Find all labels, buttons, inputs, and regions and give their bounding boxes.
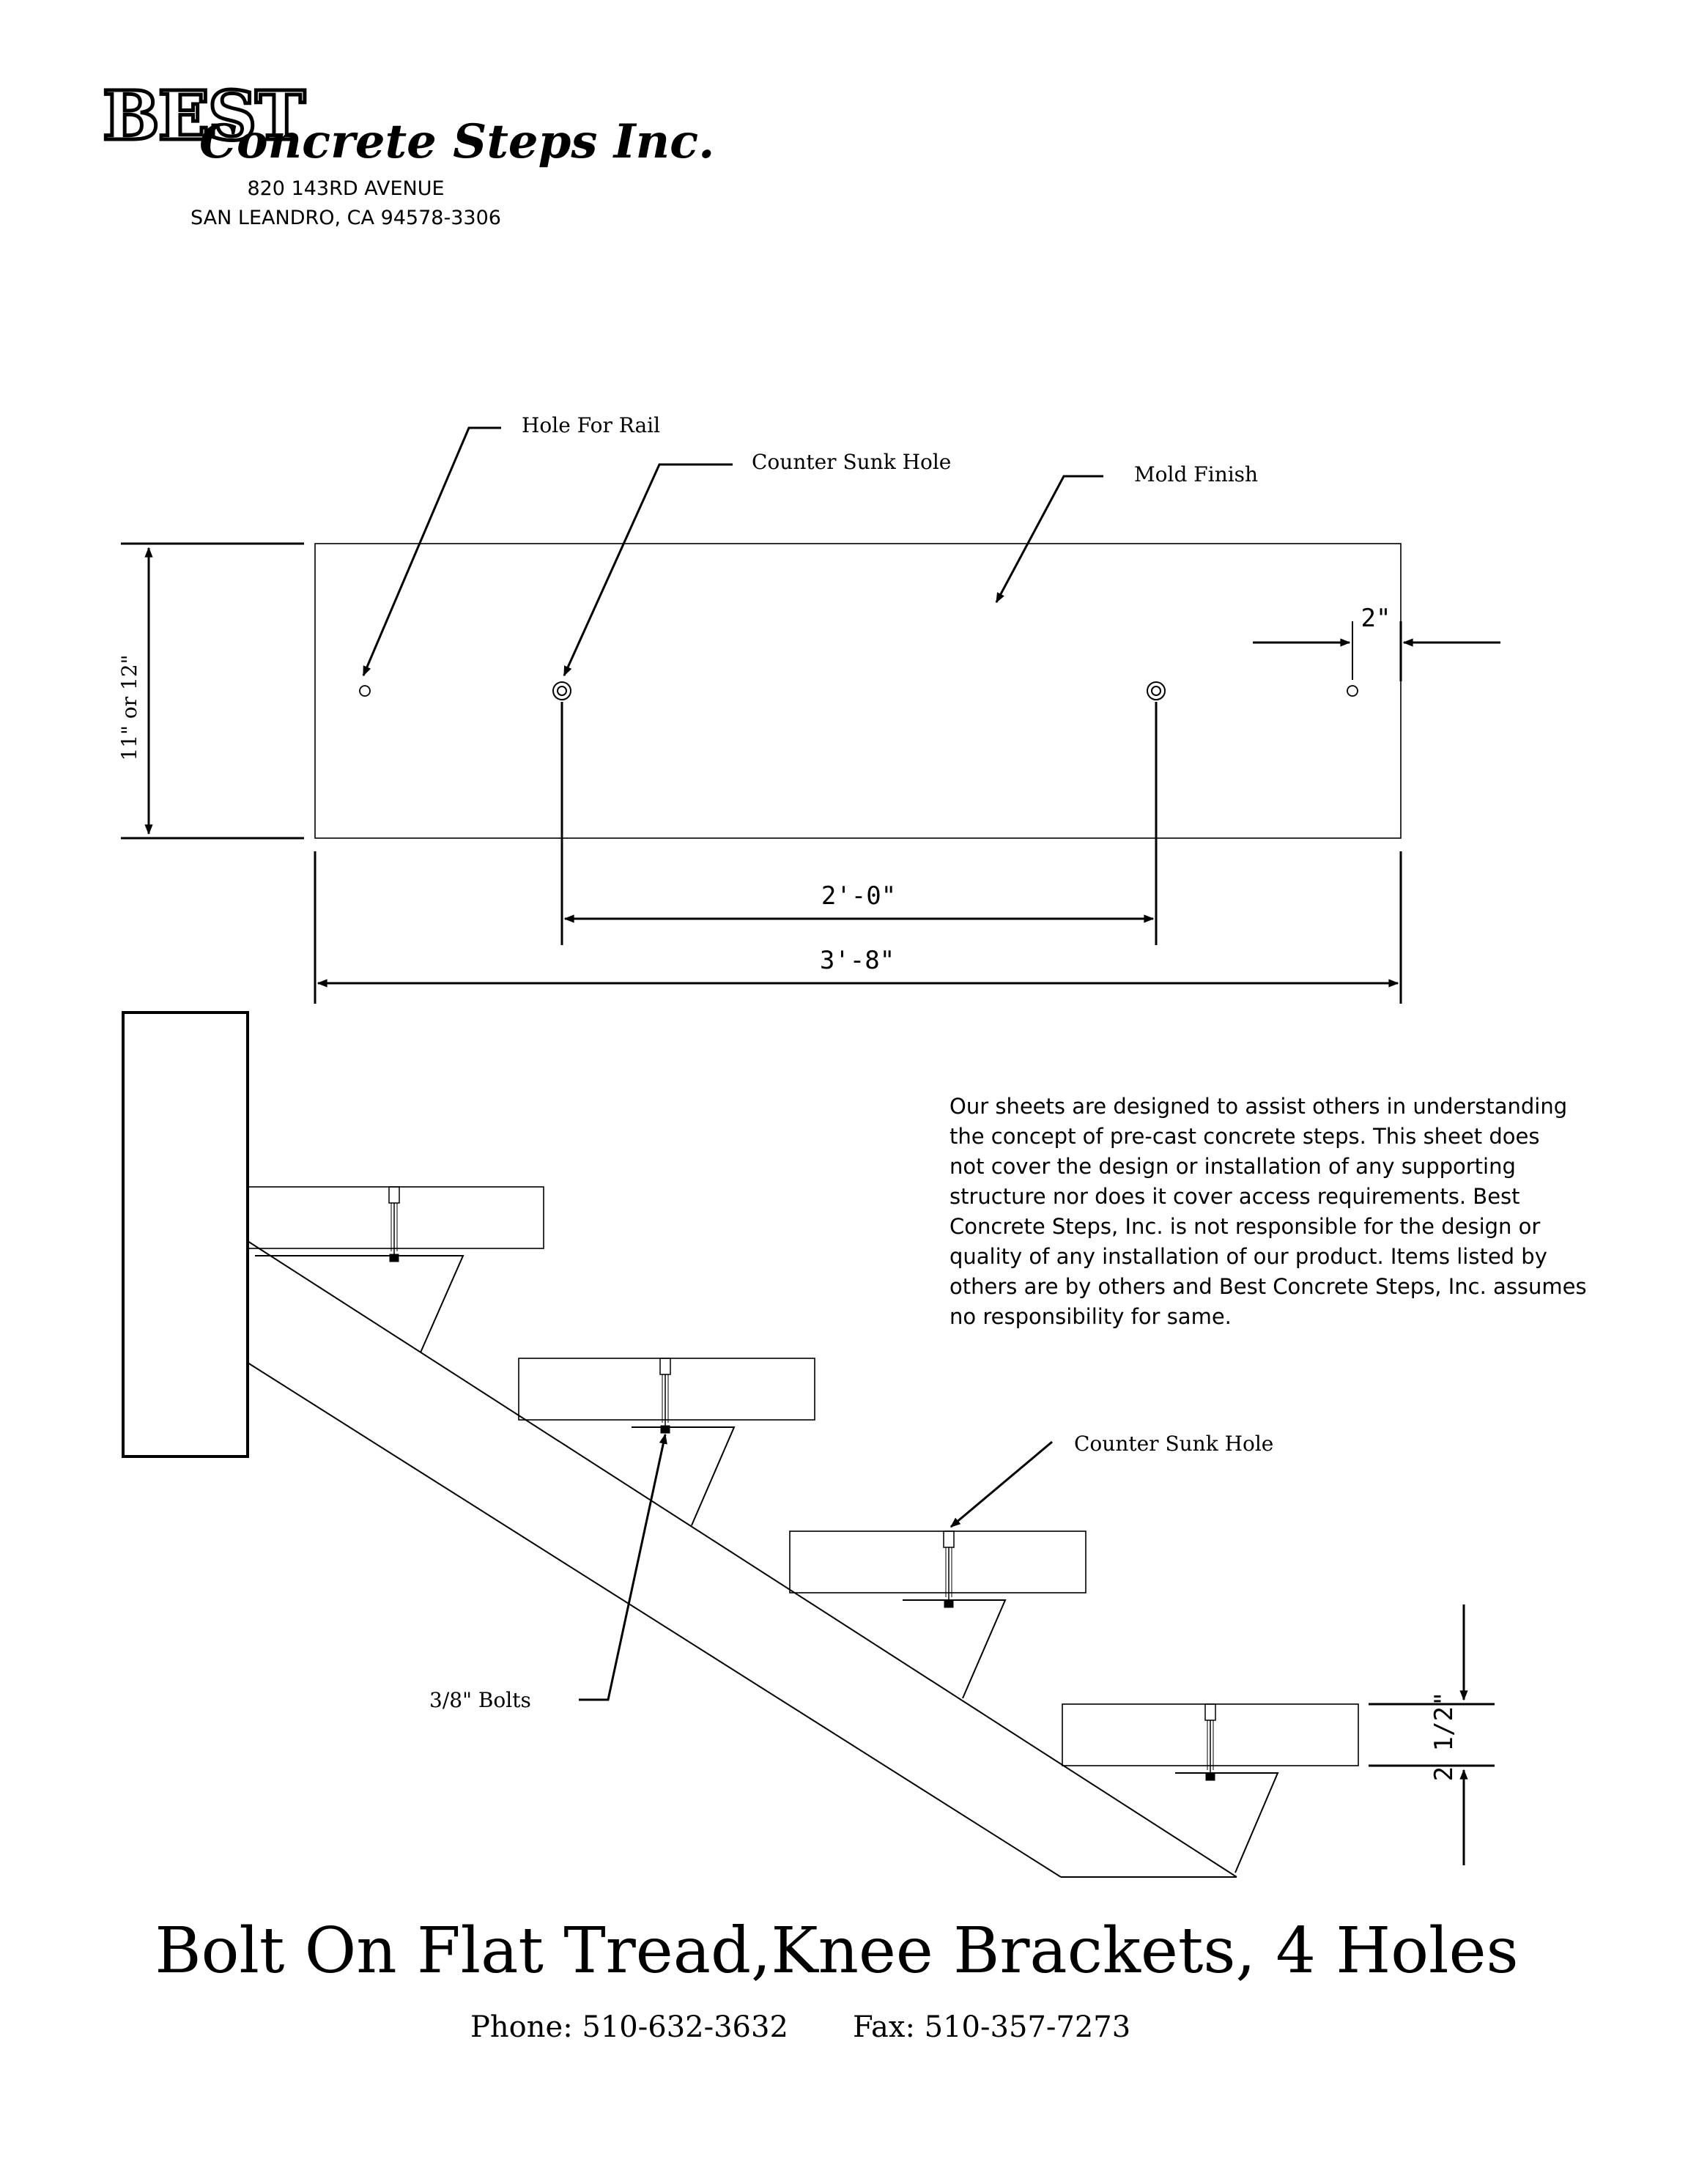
bolts-leader xyxy=(579,1433,667,1701)
tread-1 xyxy=(247,1186,544,1353)
countersunk-hole-left-inner xyxy=(557,686,567,696)
mold-finish-leader xyxy=(995,475,1103,604)
disclaimer-line: Our sheets are designed to assist others… xyxy=(949,1094,1568,1119)
hole-spacing-label: 2'-0" xyxy=(821,881,896,911)
address-line-1: 820 143RD AVENUE xyxy=(247,177,444,200)
overall-length-label: 3'-8" xyxy=(820,946,895,975)
company-logo: BEST Concrete Steps Inc. xyxy=(101,75,715,170)
disclaimer-line: others are by others and Best Concrete S… xyxy=(949,1274,1587,1299)
disclaimer-line: the concept of pre-cast concrete steps. … xyxy=(949,1124,1540,1149)
stringer-bottom-edge xyxy=(247,1362,1062,1878)
countersunk-hole-right-outer xyxy=(1147,681,1166,700)
tread-top-view xyxy=(314,543,1402,839)
side-counter-sunk-label: Counter Sunk Hole xyxy=(1074,1432,1273,1456)
tread-thickness-label: 2 1/2" xyxy=(1429,1692,1459,1782)
tread-outline xyxy=(314,543,1402,839)
countersunk-hole-left-outer xyxy=(552,681,571,700)
disclaimer-line: quality of any installation of our produ… xyxy=(949,1244,1547,1269)
mold-finish-label: Mold Finish xyxy=(1134,462,1258,486)
counter-sunk-hole-leader xyxy=(563,463,733,677)
disclaimer-text: Our sheets are designed to assist others… xyxy=(949,1092,1609,1332)
drawing-title: Bolt On Flat Tread,Knee Brackets, 4 Hole… xyxy=(155,1914,1518,1988)
tread-2 xyxy=(518,1358,815,1526)
side-counter-sunk-leader xyxy=(949,1440,1053,1528)
overall-length-dimension xyxy=(314,851,1402,1004)
top-callout-leaders xyxy=(362,426,1103,677)
height-label: 11" or 12" xyxy=(117,654,141,760)
rail-hole-left xyxy=(359,685,371,697)
disclaimer-line: Concrete Steps, Inc. is not responsible … xyxy=(949,1214,1541,1239)
disclaimer-line: structure nor does it cover access requi… xyxy=(949,1184,1520,1209)
tread-3 xyxy=(789,1530,1087,1699)
logo-script-text: Concrete Steps Inc. xyxy=(199,114,714,169)
side-callout-leaders xyxy=(579,1433,1053,1701)
edge-offset-label: 2" xyxy=(1361,604,1391,633)
counter-sunk-hole-label: Counter Sunk Hole xyxy=(752,450,951,474)
hole-for-rail-label: Hole For Rail xyxy=(522,413,660,437)
hole-for-rail-leader xyxy=(362,426,501,677)
disclaimer-line: not cover the design or installation of … xyxy=(949,1154,1516,1179)
stair-side-view xyxy=(122,1011,1359,1878)
hole-spacing-dimension xyxy=(560,702,1158,945)
stringer-top-edge xyxy=(247,1240,1237,1878)
phone-number: Phone: 510-632-3632 xyxy=(470,2010,788,2044)
address-line-2: SAN LEANDRO, CA 94578-3306 xyxy=(190,207,501,229)
rail-hole-right xyxy=(1347,685,1358,697)
bolts-label: 3/8" Bolts xyxy=(429,1688,531,1712)
edge-offset-dimension xyxy=(1253,621,1500,681)
tread-4 xyxy=(1062,1703,1359,1873)
tread-thickness-dimension xyxy=(1369,1604,1495,1865)
logo-best-text: BEST xyxy=(103,76,305,155)
landing-wall xyxy=(122,1011,249,1458)
fax-number: Fax: 510-357-7273 xyxy=(853,2010,1130,2044)
height-dimension xyxy=(121,542,304,840)
disclaimer-line: no responsibility for same. xyxy=(949,1304,1232,1329)
countersunk-hole-right-inner xyxy=(1151,686,1161,696)
